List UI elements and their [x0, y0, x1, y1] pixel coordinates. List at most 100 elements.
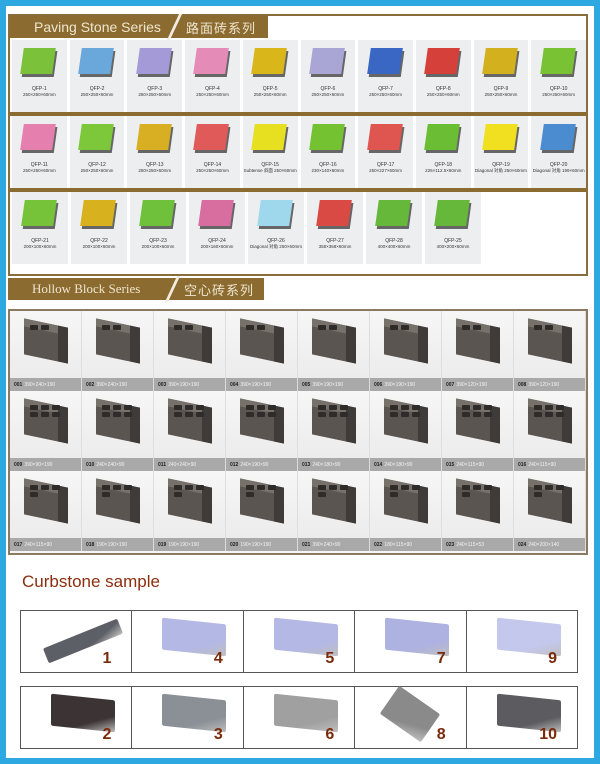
block-id: 005 [302, 381, 311, 388]
block-id: 006 [374, 381, 383, 388]
paving-size: 250×250×60mm [22, 92, 56, 97]
paving-stone-face [135, 124, 172, 150]
paving-size: 230×140×60mm [311, 168, 345, 173]
block-hole [329, 485, 337, 490]
block-size: 390×90×190 [24, 461, 53, 468]
paving-code: QFP-16 [319, 162, 337, 168]
paving-code: QFP-7 [378, 86, 393, 92]
block-size: 190×190×190 [240, 541, 272, 548]
block-size: 390×190×190 [240, 381, 272, 388]
paving-stone-face [309, 48, 345, 74]
paving-stone-image [539, 124, 578, 156]
block-hole [473, 325, 481, 330]
paving-size: 250×227×60mm [369, 168, 402, 173]
paving-stone-image [135, 48, 174, 80]
block-hole [329, 412, 337, 417]
paving-code: QFP-22 [90, 238, 108, 244]
block-hole [390, 325, 398, 330]
paving-size: 400×400×60mm [377, 244, 411, 249]
paving-stone-face [80, 200, 116, 226]
paving-stone-image [78, 124, 116, 156]
block-hole [113, 485, 121, 490]
curbstone-number: 9 [548, 650, 558, 667]
block-id: 004 [230, 381, 239, 388]
block-hole [41, 405, 49, 410]
paving-code: QFP-8 [435, 86, 451, 92]
block-size: 390×120×190 [528, 381, 560, 388]
paving-stone-face [257, 200, 293, 226]
paving-size: 250×250×60mm [196, 92, 229, 97]
paving-code: QFP-25 [444, 238, 462, 244]
block-hole [174, 485, 182, 490]
paving-size: 250×250×60mm [484, 92, 518, 97]
block-hole [462, 492, 470, 497]
paving-stone-face [366, 48, 403, 74]
block-id: 020 [230, 541, 239, 548]
block-hole [257, 485, 265, 490]
paving-stone-image [257, 200, 295, 232]
paving-stone-image [366, 124, 405, 156]
paving-stone-image [20, 48, 58, 80]
paving-stone-face [78, 48, 114, 74]
banner-slash [164, 278, 180, 300]
hollow-title-en: Hollow Block Series [32, 281, 141, 296]
curbstone-number: 5 [325, 650, 335, 667]
paving-stone-image [20, 124, 58, 156]
paving-stone-image [198, 200, 236, 232]
curbstone-cell: 6 [243, 687, 356, 748]
block-size: 180×115×90 [384, 541, 413, 548]
block-hole [124, 412, 132, 417]
block-hole [340, 405, 348, 410]
block-hole [174, 405, 182, 410]
block-size: 190×190×190 [168, 541, 200, 548]
paving-stone-image [78, 48, 116, 80]
block-hole [102, 405, 110, 410]
block-hole [246, 325, 254, 330]
paving-size: 250×250×60mm [80, 168, 114, 173]
block-size: 240×180×90 [384, 461, 413, 468]
block-hole [174, 492, 182, 497]
block-hole [174, 325, 182, 330]
block-hole [52, 412, 60, 417]
curbstone-number: 7 [436, 650, 446, 667]
paving-size: 200×100×60mm [82, 244, 116, 249]
curbstone-cell: 7 [355, 611, 467, 672]
paving-code: QFP-27 [326, 238, 344, 244]
block-id: 014 [374, 461, 383, 468]
paving-size: 250×250×60mm [138, 168, 172, 173]
paving-code: QFP-10 [549, 86, 568, 92]
paving-stone-banner: Paving Stone Series 路面砖系列 [10, 16, 268, 38]
block-hole [534, 485, 542, 490]
paving-stone-image [251, 48, 289, 80]
block-hole [534, 405, 542, 410]
block-id: 001 [14, 381, 23, 388]
block-hole [246, 412, 254, 417]
block-hole [268, 412, 276, 417]
block-hole [462, 412, 470, 417]
block-id: 023 [446, 541, 455, 548]
hollow-title-cn: 空心砖系列 [184, 282, 255, 298]
paving-code: QFP-6 [320, 86, 336, 92]
paving-stone-face [424, 124, 461, 150]
block-id: 019 [158, 541, 167, 548]
paving-stone-image [80, 200, 118, 232]
curbstone-number: 4 [213, 650, 223, 667]
